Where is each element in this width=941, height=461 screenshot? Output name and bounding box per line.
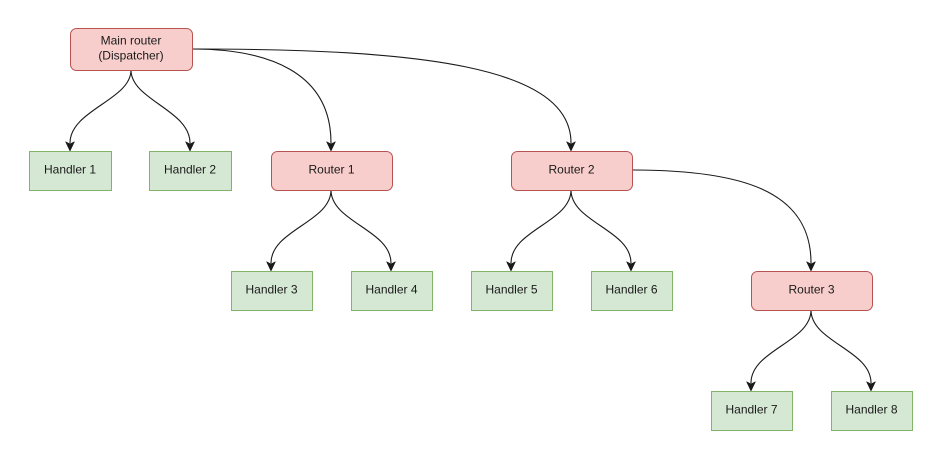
node-handler-5[interactable]: Handler 5 <box>471 271 553 311</box>
node-label: Router 1 <box>308 163 354 177</box>
node-rect <box>711 391 793 431</box>
arrowhead-icon <box>566 141 576 152</box>
node-handler-7[interactable]: Handler 7 <box>711 391 793 431</box>
edge-router-2-to-handler-6[interactable] <box>570 189 636 272</box>
node-rect <box>751 271 873 311</box>
arrowhead-icon <box>266 261 276 272</box>
node-router-3[interactable]: Router 3 <box>751 271 873 311</box>
edge-router-3-to-handler-8[interactable] <box>810 309 876 392</box>
node-rect <box>351 271 433 311</box>
node-label-line: Main router <box>101 34 162 48</box>
node-rect <box>70 28 193 71</box>
node-label-line: Handler 5 <box>485 283 537 297</box>
arrowhead-icon <box>506 261 516 272</box>
node-label: Handler 5 <box>485 283 537 297</box>
arrowhead-icon <box>326 141 336 152</box>
arrowhead-icon <box>866 381 876 392</box>
arrowhead-icon <box>386 261 396 272</box>
edge-line <box>510 189 572 264</box>
nodes-layer: Main router(Dispatcher) Handler 1 Handler … <box>29 28 913 431</box>
edge-router-2-to-handler-5[interactable] <box>506 189 572 272</box>
node-label: Handler 1 <box>44 163 96 177</box>
edge-router-1-to-handler-4[interactable] <box>330 189 396 272</box>
node-label-line: Handler 1 <box>44 163 96 177</box>
node-label: Handler 6 <box>605 283 657 297</box>
node-label-line: Handler 8 <box>845 403 897 417</box>
edge-line <box>69 69 132 144</box>
arrowhead-icon <box>65 141 75 152</box>
edge-line <box>330 189 392 264</box>
arrowhead-icon <box>626 261 636 272</box>
edge-main-router-to-handler-2[interactable] <box>130 69 195 152</box>
node-label: Main router(Dispatcher) <box>98 34 163 63</box>
node-label-line: Handler 3 <box>245 283 297 297</box>
node-rect <box>231 271 313 311</box>
node-handler-2[interactable]: Handler 2 <box>149 151 232 191</box>
node-rect <box>591 271 673 311</box>
edges-layer <box>65 48 876 392</box>
node-handler-3[interactable]: Handler 3 <box>231 271 313 311</box>
edge-line <box>130 69 191 144</box>
node-label: Handler 3 <box>245 283 297 297</box>
node-label-line: Handler 7 <box>725 403 777 417</box>
arrowhead-icon <box>806 261 816 272</box>
node-label: Handler 2 <box>164 163 216 177</box>
node-label: Router 2 <box>548 163 594 177</box>
edge-main-router-to-router-2[interactable] <box>191 48 576 152</box>
node-rect <box>471 271 553 311</box>
node-label: Handler 4 <box>365 283 417 297</box>
node-router-1[interactable]: Router 1 <box>271 151 393 191</box>
edge-line <box>810 309 872 384</box>
node-router-2[interactable]: Router 2 <box>511 151 633 191</box>
node-label-line: Router 3 <box>788 283 834 297</box>
edge-main-router-to-router-1[interactable] <box>191 48 336 152</box>
node-label: Handler 8 <box>845 403 897 417</box>
node-label-line: Router 1 <box>308 163 354 177</box>
node-label-line: (Dispatcher) <box>98 49 163 63</box>
node-handler-8[interactable]: Handler 8 <box>831 391 913 431</box>
node-rect <box>511 151 633 191</box>
arrowhead-icon <box>185 141 195 152</box>
node-rect <box>831 391 913 431</box>
node-handler-6[interactable]: Handler 6 <box>591 271 673 311</box>
node-rect <box>29 151 112 191</box>
node-label-line: Handler 6 <box>605 283 657 297</box>
edge-main-router-to-handler-1[interactable] <box>65 69 132 152</box>
edge-line <box>191 48 332 144</box>
edge-router-1-to-handler-3[interactable] <box>266 189 332 272</box>
node-label-line: Handler 4 <box>365 283 417 297</box>
edge-line <box>191 48 572 144</box>
node-handler-1[interactable]: Handler 1 <box>29 151 112 191</box>
edge-line <box>750 309 812 384</box>
node-rect <box>271 151 393 191</box>
edge-line <box>570 189 632 264</box>
edge-router-3-to-handler-7[interactable] <box>746 309 812 392</box>
node-main-router[interactable]: Main router(Dispatcher) <box>70 28 193 71</box>
node-rect <box>149 151 232 191</box>
edge-line <box>270 189 332 264</box>
node-label-line: Handler 2 <box>164 163 216 177</box>
node-label-line: Router 2 <box>548 163 594 177</box>
edge-router-2-to-router-3[interactable] <box>631 169 816 272</box>
arrowhead-icon <box>746 381 756 392</box>
node-label: Router 3 <box>788 283 834 297</box>
edge-line <box>631 169 812 264</box>
node-label: Handler 7 <box>725 403 777 417</box>
node-handler-4[interactable]: Handler 4 <box>351 271 433 311</box>
